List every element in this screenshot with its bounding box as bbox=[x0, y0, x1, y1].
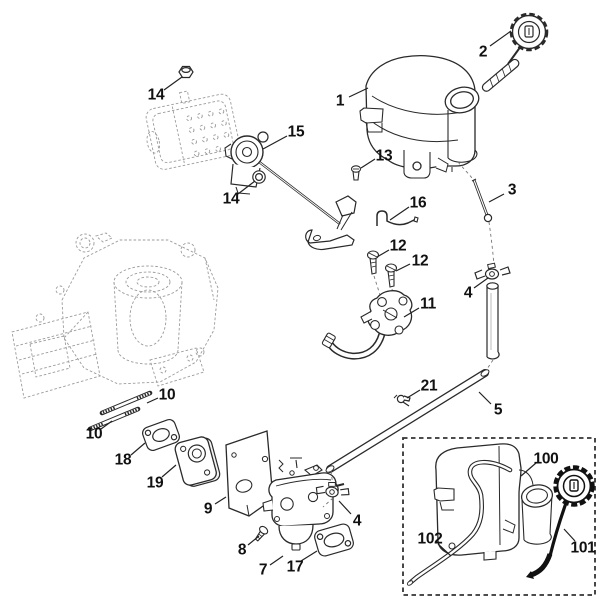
part-clip-21[interactable] bbox=[393, 394, 411, 407]
callout-14-b[interactable]: 14 bbox=[222, 190, 240, 208]
callout-4-a[interactable]: 4 bbox=[463, 284, 473, 302]
part-clamp-4-carb[interactable] bbox=[315, 479, 351, 500]
part-nut-14-mid[interactable] bbox=[252, 170, 266, 184]
callout-16[interactable]: 16 bbox=[409, 194, 427, 212]
callout-12-b[interactable]: 12 bbox=[411, 252, 429, 270]
callout-15[interactable]: 15 bbox=[287, 123, 305, 141]
part-gasket-18[interactable] bbox=[141, 418, 181, 452]
callout-17[interactable]: 17 bbox=[286, 558, 304, 576]
callout-12-a[interactable]: 12 bbox=[389, 237, 407, 255]
callout-1[interactable]: 1 bbox=[335, 92, 345, 110]
callout-8[interactable]: 8 bbox=[237, 541, 247, 559]
callout-4-b[interactable]: 4 bbox=[352, 512, 362, 530]
ghost-engine-block bbox=[11, 232, 219, 399]
callout-9[interactable]: 9 bbox=[203, 500, 213, 518]
callout-11[interactable]: 11 bbox=[420, 295, 436, 313]
callout-101[interactable]: 101 bbox=[570, 539, 596, 557]
part-stud-10-a[interactable] bbox=[99, 390, 153, 416]
callout-10-a[interactable]: 10 bbox=[158, 386, 176, 404]
part-carburetor[interactable] bbox=[262, 457, 345, 551]
part-screw-13[interactable] bbox=[350, 165, 362, 181]
part-throttle-bracket[interactable] bbox=[305, 195, 357, 251]
part-rod-3[interactable] bbox=[471, 178, 493, 223]
part-screw-8[interactable] bbox=[253, 525, 269, 543]
callout-100[interactable]: 100 bbox=[533, 450, 559, 468]
part-clamp-4-right[interactable] bbox=[474, 262, 511, 280]
part-inset-hose-102[interactable] bbox=[406, 459, 513, 586]
part-spring-clip[interactable] bbox=[376, 210, 419, 226]
part-fuel-cap[interactable] bbox=[481, 12, 549, 93]
hose-guide-dash bbox=[486, 359, 494, 370]
inset-detail-box bbox=[402, 437, 596, 596]
callout-102[interactable]: 102 bbox=[417, 530, 443, 548]
callout-18[interactable]: 18 bbox=[114, 451, 132, 469]
callout-7[interactable]: 7 bbox=[258, 561, 268, 579]
part-insulator-19[interactable] bbox=[174, 435, 222, 489]
part-screw-12-b[interactable] bbox=[384, 263, 398, 288]
callout-13[interactable]: 13 bbox=[375, 147, 393, 165]
ghost-muffler bbox=[145, 90, 241, 170]
part-fuel-tank[interactable] bbox=[359, 54, 482, 179]
part-fuel-hose-long[interactable] bbox=[325, 368, 490, 473]
callout-3[interactable]: 3 bbox=[507, 181, 517, 199]
part-inset-fuel-tank[interactable] bbox=[433, 443, 554, 561]
rod-guide-dashes bbox=[457, 161, 495, 267]
callout-14-a[interactable]: 14 bbox=[147, 86, 165, 104]
part-nut-14-top[interactable] bbox=[178, 65, 194, 79]
part-fuel-pump[interactable] bbox=[321, 290, 413, 360]
part-governor-assembly[interactable] bbox=[224, 131, 341, 225]
callout-19[interactable]: 19 bbox=[146, 474, 164, 492]
callout-5[interactable]: 5 bbox=[493, 401, 503, 419]
part-inset-fuel-cap-101[interactable] bbox=[526, 465, 595, 580]
part-fuel-hose-short[interactable] bbox=[486, 282, 500, 360]
part-stud-10-b[interactable] bbox=[87, 406, 141, 432]
callout-21[interactable]: 21 bbox=[420, 377, 438, 395]
part-gasket-17[interactable] bbox=[313, 523, 355, 558]
leader-lines bbox=[100, 30, 576, 566]
part-screw-12-a[interactable] bbox=[366, 46, 491, 275]
part-heat-shield[interactable] bbox=[225, 430, 274, 517]
callout-2[interactable]: 2 bbox=[478, 43, 488, 61]
callout-10-b[interactable]: 10 bbox=[85, 425, 103, 443]
